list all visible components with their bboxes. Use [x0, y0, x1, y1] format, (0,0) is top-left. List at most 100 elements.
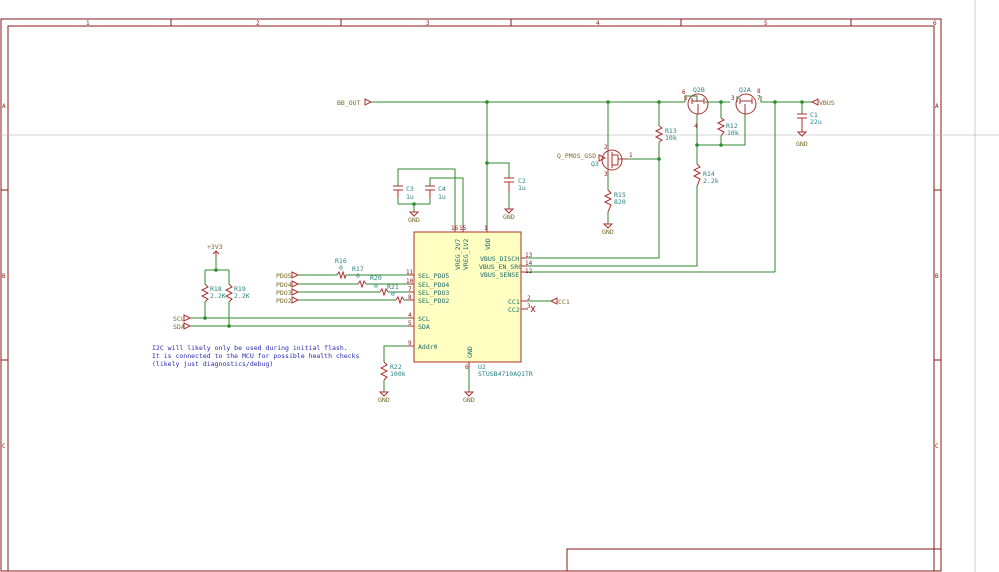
- resistor-r15-ref: R15: [614, 191, 626, 199]
- u2-pin-name: SEL_PDO2: [418, 297, 449, 305]
- junction-dot: [657, 100, 661, 104]
- wires: [190, 95, 812, 392]
- resistor-r12[interactable]: R12 10k: [716, 117, 739, 137]
- resistor-r16-ref: R16: [335, 257, 347, 265]
- net-label-pdo2[interactable]: PDO2: [276, 296, 300, 305]
- ic-u2[interactable]: U2 STUSB4710AQ1TR 11 SEL_PDO5 10 SEL_PDO…: [406, 225, 536, 378]
- resistor-r16-value: 0: [339, 264, 343, 272]
- mosfet-q3[interactable]: 2 1 3 Q3: [591, 144, 633, 178]
- resistor-r14-value: 2.2k: [703, 177, 719, 185]
- resistor-r15-value: 820: [614, 198, 626, 206]
- svg-text:CC1: CC1: [558, 298, 570, 306]
- resistor-r15[interactable]: R15 820: [603, 189, 626, 213]
- net-label-pdo4[interactable]: PDO4: [276, 280, 300, 289]
- col-label-5: 5: [764, 20, 768, 27]
- resistor-r16[interactable]: R16 0: [335, 257, 347, 280]
- junctions: [203, 100, 804, 328]
- capacitor-c3[interactable]: C3 1u: [393, 185, 414, 201]
- resistor-r13[interactable]: R13 10k: [654, 125, 677, 143]
- capacitor-c2[interactable]: C2 1u: [504, 177, 526, 192]
- u2-pin-name: SDA: [418, 323, 430, 331]
- gnd-symbol-c3c4[interactable]: GND: [408, 211, 420, 224]
- junction-dot: [800, 100, 804, 104]
- ic-u2-ref: U2: [478, 363, 486, 371]
- svg-text:GND: GND: [796, 140, 808, 148]
- resistor-r22-value: 100k: [390, 370, 406, 378]
- resistor-r20-value: 0: [374, 282, 378, 290]
- junction-dot: [657, 157, 661, 161]
- resistor-r22[interactable]: R22 100k: [379, 361, 406, 381]
- row-label-a-right: A: [935, 103, 939, 110]
- resistor-r19-ref: R19: [234, 285, 246, 293]
- u2-pin-num: 5: [408, 320, 412, 327]
- net-label-pdo5[interactable]: PDO5: [276, 271, 300, 280]
- junction-dot: [203, 316, 207, 320]
- design-note: I2C will likely only be used during init…: [152, 344, 359, 368]
- resistor-r19[interactable]: R19 2.2K: [224, 283, 250, 303]
- svg-text:PDO3: PDO3: [276, 289, 292, 297]
- net-label-sda[interactable]: SDA: [173, 322, 192, 331]
- net-label-scl[interactable]: SCL: [173, 314, 192, 323]
- resistor-r18-ref: R18: [210, 285, 222, 293]
- net-label-cc1[interactable]: CC1: [549, 297, 570, 306]
- capacitor-c1[interactable]: C1 22u: [797, 111, 822, 132]
- svg-text:+3V3: +3V3: [207, 243, 223, 251]
- gnd-symbol-u2[interactable]: GND: [463, 391, 475, 404]
- capacitor-c4[interactable]: C4 1u: [425, 185, 446, 201]
- u2-pin-num: 15: [459, 225, 467, 232]
- col-label-2: 2: [256, 20, 260, 27]
- net-label-bb-out[interactable]: BB_OUT: [337, 98, 373, 107]
- junction-dot: [773, 100, 777, 104]
- net-label-pdo3[interactable]: PDO3: [276, 288, 300, 297]
- resistor-r20[interactable]: R20 0: [370, 274, 389, 297]
- q3-pin-num: 2: [604, 144, 608, 151]
- col-label-4: 4: [596, 20, 600, 27]
- capacitor-c3-ref: C3: [406, 185, 414, 193]
- mosfet-q3-ref: Q3: [591, 160, 599, 168]
- resistor-r14-ref: R14: [703, 170, 715, 178]
- capacitor-c2-value: 1u: [518, 184, 526, 192]
- resistor-r21[interactable]: R21 0: [387, 283, 405, 305]
- u2-pin-num: 3: [527, 303, 531, 310]
- u2-pin-num: 6: [465, 364, 469, 371]
- net-label-vbus[interactable]: VBUS: [810, 98, 835, 107]
- resistor-r14[interactable]: R14 2.2k: [692, 163, 719, 187]
- resistor-r18-value: 2.2K: [210, 292, 226, 300]
- col-label-1: 1: [86, 20, 90, 27]
- mosfet-q2a-ref: Q2A: [739, 86, 751, 94]
- resistor-r12-ref: R12: [726, 122, 738, 130]
- u2-pin-num: 13: [525, 252, 533, 259]
- mosfet-q2a[interactable]: Q2A 3 7 8: [731, 86, 761, 115]
- u2-pin-name: VBUS_SENSE: [480, 271, 519, 279]
- svg-text:VBUS: VBUS: [819, 99, 835, 107]
- row-label-a: A: [2, 103, 6, 110]
- u2-pin-name: VBUS_DISCH: [480, 255, 519, 263]
- resistor-r18[interactable]: R18 2.2K: [200, 283, 226, 303]
- col-label-6: 6: [933, 20, 937, 27]
- junction-dot: [719, 143, 723, 147]
- capacitor-c3-value: 1u: [406, 193, 414, 201]
- power-3v3[interactable]: +3V3: [207, 243, 223, 256]
- resistor-r21-ref: R21: [387, 283, 399, 291]
- gnd-symbol-c2[interactable]: GND: [503, 208, 515, 221]
- q2a-pin-num: 8: [757, 88, 761, 95]
- resistor-r19-value: 2.2K: [234, 292, 250, 300]
- gnd-symbol-r15[interactable]: GND: [602, 223, 614, 236]
- capacitor-c4-value: 1u: [438, 193, 446, 201]
- q2b-pin-num: 6: [682, 89, 686, 96]
- u2-pin-name: Addr0: [418, 343, 438, 351]
- u2-pin-name: SEL_PDO3: [418, 289, 449, 297]
- u2-pin-num: 9: [408, 340, 412, 347]
- resistor-r17[interactable]: R17 0: [352, 265, 367, 289]
- gnd-symbol-c1[interactable]: GND: [796, 131, 808, 148]
- u2-pin-num: 11: [406, 269, 414, 276]
- gnd-symbol-r22[interactable]: GND: [378, 391, 390, 404]
- u2-left-pins: 11 SEL_PDO5 10 SEL_PDO4 7 SEL_PDO3 8 SEL…: [406, 269, 449, 351]
- mosfet-q2b[interactable]: Q2B 6 5 4: [682, 86, 709, 130]
- capacitor-c4-ref: C4: [438, 185, 446, 193]
- junction-dot: [606, 100, 610, 104]
- u2-pin-name: SEL_PDO5: [418, 272, 449, 280]
- u2-pin-num: 8: [408, 294, 412, 301]
- row-label-b-right: B: [935, 273, 939, 280]
